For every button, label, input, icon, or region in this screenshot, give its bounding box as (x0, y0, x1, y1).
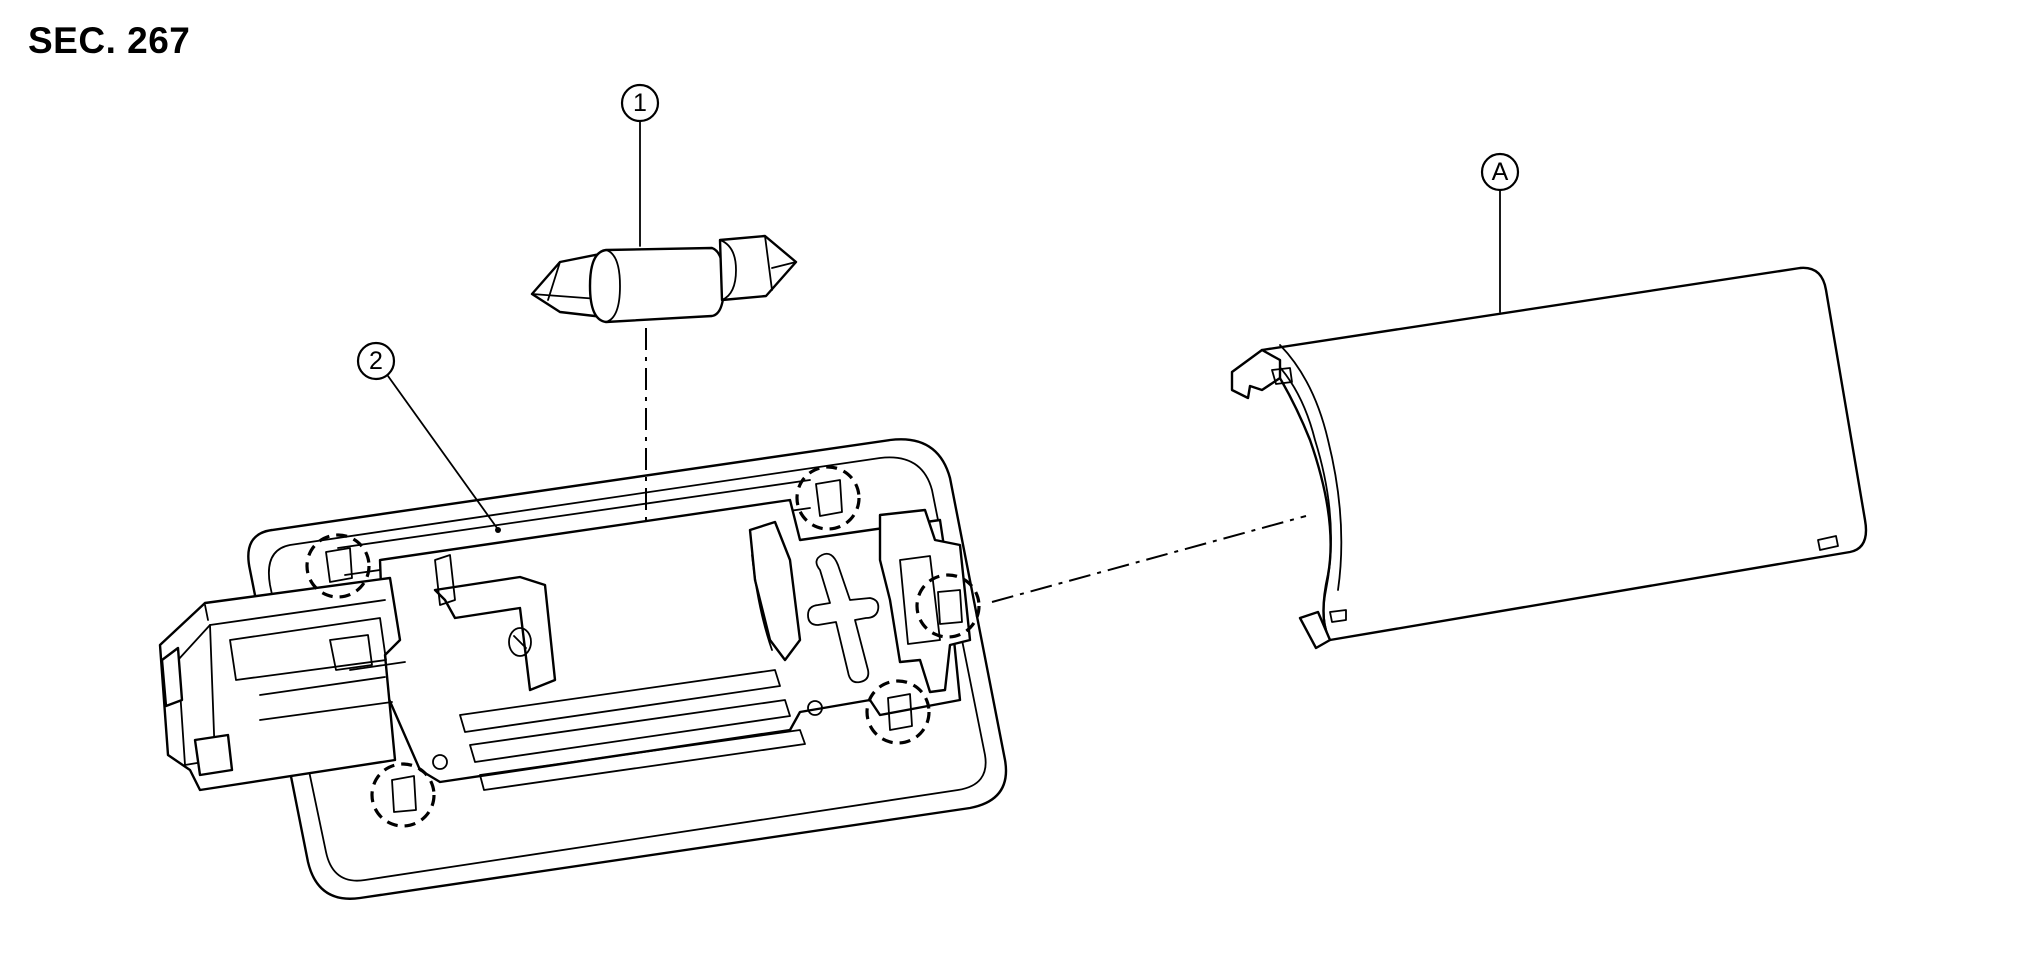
clip-circle-2 (795, 465, 861, 531)
cover-install-line (991, 515, 1307, 603)
section-label: SEC. 267 (28, 20, 191, 61)
callout-2-label: 2 (369, 347, 383, 375)
connector (158, 576, 406, 792)
callout-1-label: 1 (633, 89, 647, 117)
clip-locations (305, 465, 981, 828)
bulb (530, 234, 798, 324)
clip-circle-4 (865, 679, 931, 745)
callout-1: 1 (620, 83, 660, 247)
clip-circle-1 (305, 533, 371, 599)
lens-cover (1230, 266, 1868, 650)
clip-circle-5 (370, 762, 436, 828)
callout-a: A (1480, 152, 1520, 313)
callout-a-label: A (1492, 158, 1509, 186)
callout-2: 2 (356, 341, 501, 533)
clip-circle-3 (915, 573, 981, 639)
